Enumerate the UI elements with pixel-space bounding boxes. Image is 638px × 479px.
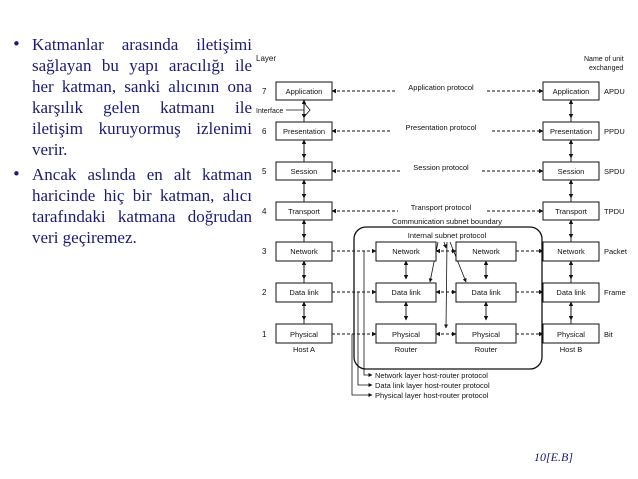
layer-number: 1 <box>262 330 267 339</box>
interface-label: Interface <box>256 108 283 115</box>
layer-number: 7 <box>262 87 267 96</box>
host-b-boxes: Application Presentation Session Transpo… <box>542 81 600 344</box>
router-2-layer-name: Data link <box>471 288 500 297</box>
host-b-layer-name: Presentation <box>550 127 592 136</box>
host-b-layer-name: Data link <box>556 288 585 297</box>
router-1-boxes: Network Data link Physical <box>375 241 437 344</box>
host-router-leaders <box>351 251 373 397</box>
unit-label: SPDU <box>604 167 625 176</box>
node-labels: Host A Host B Router Router <box>293 345 582 354</box>
bullet-text: Ancak aslında en alt katman haricinde hi… <box>32 165 252 247</box>
subnet-boundary-label: Communication subnet boundary <box>392 217 502 226</box>
host-a-layer-name: Network <box>290 247 318 256</box>
protocol-label: Session protocol <box>413 163 469 172</box>
protocol-labels: Application protocol Presentation protoc… <box>392 83 490 213</box>
router-2-layer-name: Network <box>472 247 500 256</box>
host-b-layer-name: Application <box>553 87 590 96</box>
layer-number: 2 <box>262 288 267 297</box>
protocol-label: Presentation protocol <box>406 123 477 132</box>
bullet-dot-icon: • <box>12 165 21 183</box>
router-1-label: Router <box>395 345 418 354</box>
unit-header-2: exchanged <box>589 65 623 72</box>
host-b-label: Host B <box>560 345 583 354</box>
host-a-boxes: Application Presentation Session Transpo… <box>275 81 333 344</box>
page-reference: 10[E.B] <box>534 450 573 464</box>
host-router-protocol-labels: Network layer host-router protocol Data … <box>375 371 490 400</box>
host-a-layer-name: Data link <box>289 288 318 297</box>
unit-label: APDU <box>604 87 625 96</box>
interface-brace <box>303 102 311 118</box>
host-a-layer-name: Physical <box>290 330 318 339</box>
unit-header: Name of unit <box>584 56 624 63</box>
router-2-label: Router <box>475 345 498 354</box>
router-1-layer-name: Data link <box>391 288 420 297</box>
layer-number: 5 <box>262 167 267 176</box>
bullet-dot-icon: • <box>12 35 21 53</box>
protocol-label: Application protocol <box>408 83 474 92</box>
host-b-layer-name: Transport <box>555 207 588 216</box>
lower-protocol-lines <box>332 248 544 337</box>
host-a-label: Host A <box>293 345 315 354</box>
internal-protocol-label: Internal subnet protocol <box>408 231 487 240</box>
unit-label: Frame <box>604 288 626 297</box>
router-2-boxes: Network Data link Physical <box>455 241 517 344</box>
unit-label: Packet <box>604 247 628 256</box>
osi-diagram: Layer Name of unit exchanged Interface C… <box>256 54 628 400</box>
host-b-layer-name: Physical <box>557 330 585 339</box>
layer-number: 4 <box>262 207 267 216</box>
router-2-layer-name: Physical <box>472 330 500 339</box>
host-a-layer-name: Transport <box>288 207 321 216</box>
host-a-layer-name: Session <box>291 167 318 176</box>
host-a-layer-name: Application <box>286 87 323 96</box>
unit-label: PPDU <box>604 127 625 136</box>
subnet-boundary <box>353 226 543 370</box>
bullet-item: • Katmanlar arasında iletişimi sağlayan … <box>8 34 252 160</box>
unit-label: TPDU <box>604 207 624 216</box>
host-b-layer-name: Network <box>557 247 585 256</box>
internal-protocol-arrows <box>428 241 467 329</box>
unit-labels: APDU PPDU SPDU TPDU Packet Frame Bit <box>604 87 628 339</box>
bullet-text: Katmanlar arasında iletişimi sağlayan bu… <box>32 35 252 159</box>
layer-header: Layer <box>256 54 276 63</box>
layer-number: 6 <box>262 127 267 136</box>
bullet-item: • Ancak aslında en alt katman haricinde … <box>8 164 252 248</box>
host-router-protocol: Network layer host-router protocol <box>375 371 488 380</box>
router-1-layer-name: Network <box>392 247 420 256</box>
router-1-layer-name: Physical <box>392 330 420 339</box>
bullet-list: • Katmanlar arasında iletişimi sağlayan … <box>8 34 252 252</box>
layer-numbers: 7 6 5 4 3 2 1 <box>262 87 267 339</box>
peer-protocol-lines <box>331 88 544 214</box>
host-router-protocol: Physical layer host-router protocol <box>375 391 489 400</box>
protocol-label: Transport protocol <box>411 203 472 212</box>
host-b-layer-name: Session <box>558 167 585 176</box>
layer-number: 3 <box>262 247 267 256</box>
unit-label: Bit <box>604 330 614 339</box>
host-router-protocol: Data link layer host-router protocol <box>375 381 490 390</box>
host-a-layer-name: Presentation <box>283 127 325 136</box>
